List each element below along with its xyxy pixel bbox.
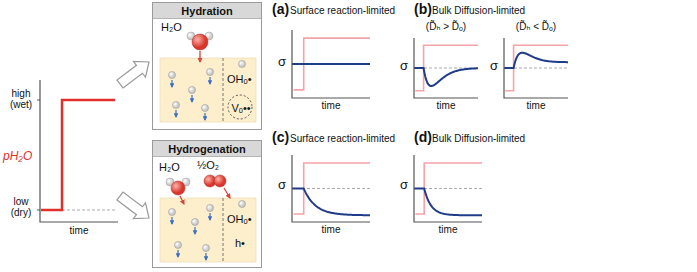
axis-label: time — [70, 225, 89, 236]
axis-label: σ — [278, 178, 286, 192]
panel-title: Bulk Diffusion-limited — [432, 133, 525, 144]
humidity-step-plot — [37, 80, 118, 222]
conductivity-plot — [292, 155, 370, 222]
axis-label: time — [322, 100, 341, 111]
panel-title: Bulk Diffusion-limited — [432, 5, 525, 16]
axis-label: σ — [400, 59, 408, 73]
species-label: h• — [235, 237, 245, 249]
axis-label: σ — [490, 59, 498, 73]
conductivity-plot — [414, 155, 482, 222]
panel-letter: (d) — [414, 130, 432, 145]
species-label: OHₒ• — [227, 73, 252, 85]
panel-letter: (c) — [272, 130, 289, 145]
axis-label: pH₂O — [3, 150, 32, 163]
axis-label: time — [322, 224, 341, 235]
axis-label: time — [527, 100, 546, 111]
level-label: high (wet) — [4, 88, 38, 110]
hydrogenation-illustration — [160, 175, 256, 262]
axis-label: time — [439, 224, 458, 235]
panel-letter: (a) — [272, 2, 289, 17]
box-header: Hydrogenation — [153, 141, 261, 157]
panel-title: Surface reaction-limited — [290, 5, 395, 16]
axis-label: σ — [400, 178, 408, 192]
process-box: HydrationH₂O OHₒ• Vₒ•• — [152, 2, 262, 130]
conductivity-plot — [292, 30, 370, 98]
axis-label: σ — [278, 55, 286, 69]
panel-letter: (b) — [414, 2, 432, 17]
species-label: ½O₂ — [197, 159, 219, 171]
hydration-illustration — [160, 32, 256, 122]
hollow-arrow — [117, 61, 149, 218]
species-label: H₂O — [159, 161, 180, 173]
panel-title: Surface reaction-limited — [290, 133, 395, 144]
box-header: Hydration — [153, 3, 261, 19]
conductivity-plot — [414, 38, 478, 98]
condition-label: (D̃ₕ < D̃ₒ) — [516, 21, 556, 32]
axis-label: time — [437, 100, 456, 111]
process-box: HydrogenationH₂O ½O₂ OHₒ• h• — [152, 140, 262, 268]
species-label: Vₒ•• — [231, 102, 250, 114]
species-label: OHₒ• — [227, 213, 252, 225]
conductivity-plot — [504, 38, 568, 98]
species-label: H₂O — [161, 21, 182, 33]
level-label: low (dry) — [4, 196, 38, 218]
condition-label: (D̃ₕ > D̃ₒ) — [426, 21, 466, 32]
